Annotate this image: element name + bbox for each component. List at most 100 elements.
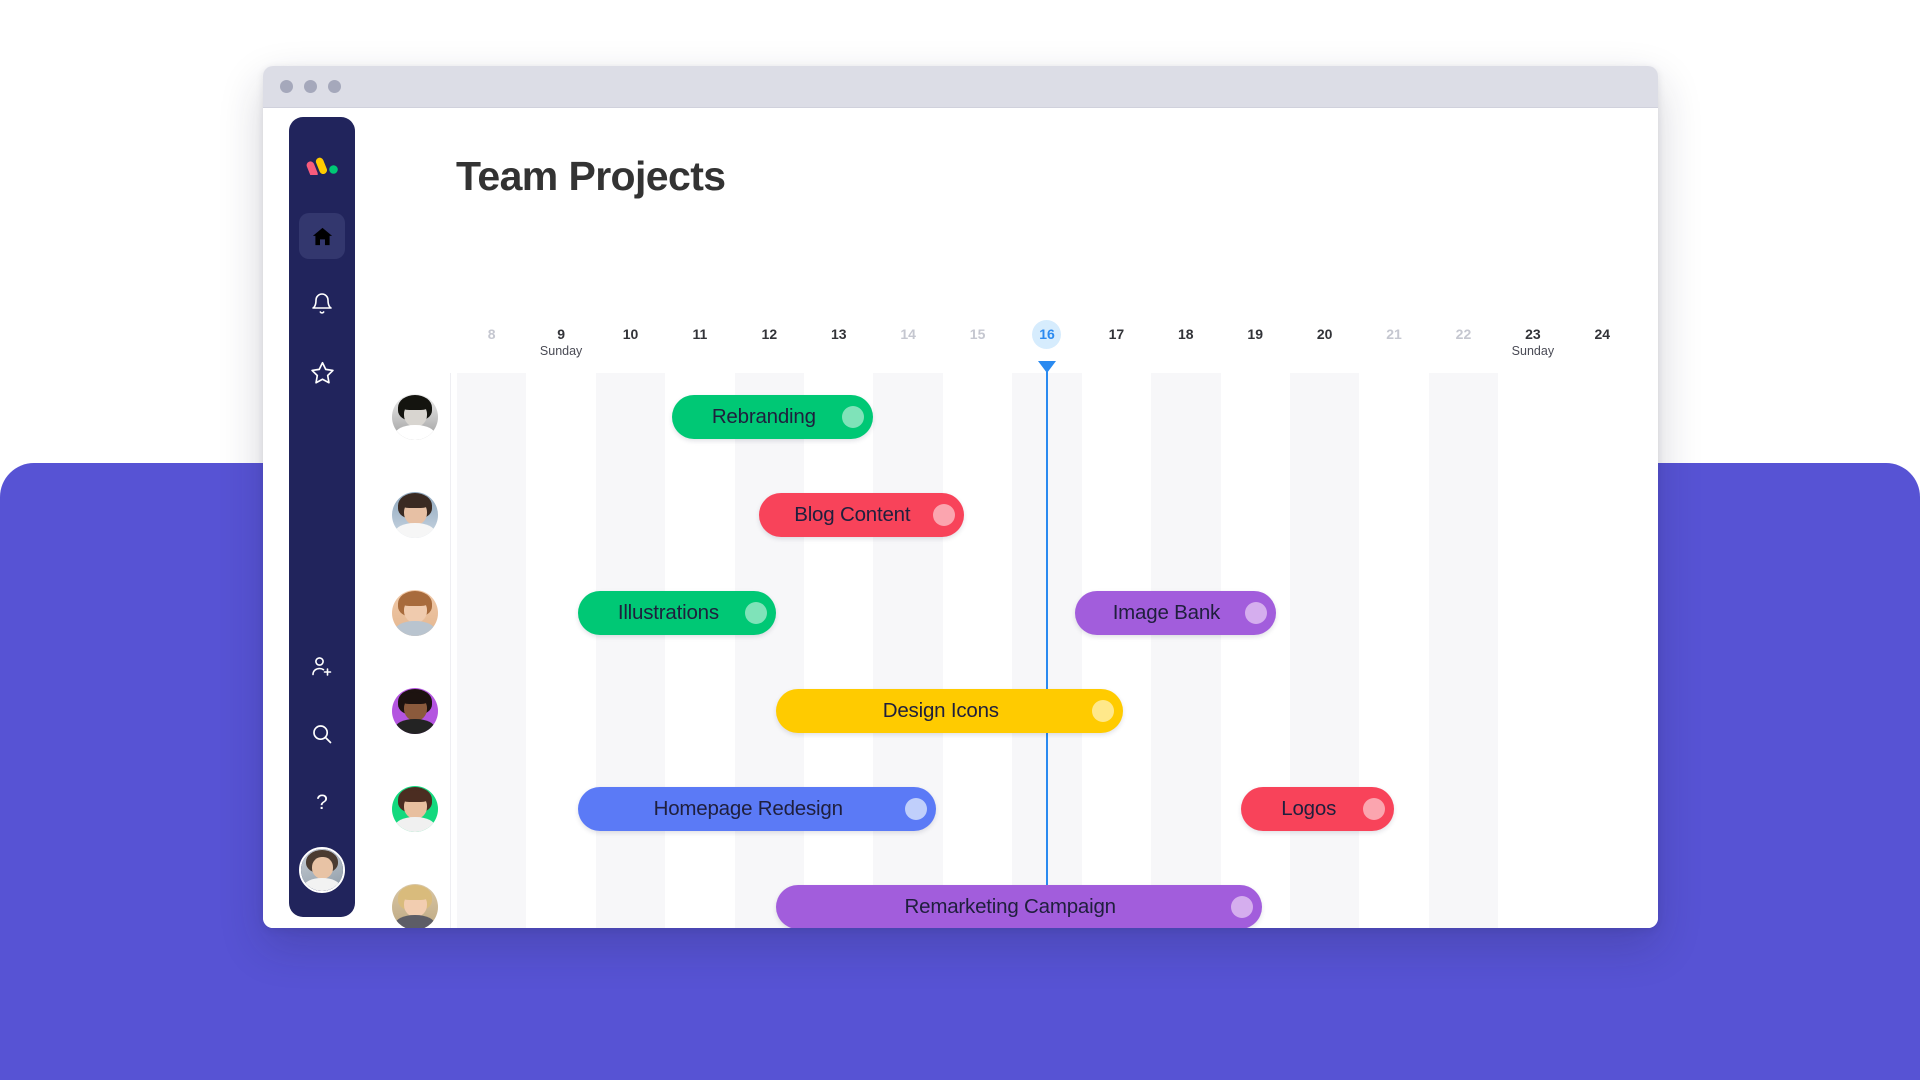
sidebar-item-favorites[interactable] (299, 349, 345, 395)
grid-column-stripe (595, 373, 666, 928)
timeline-day-15[interactable]: 15 (943, 326, 1012, 343)
task-resize-handle[interactable] (932, 504, 955, 526)
task-label: Illustrations (617, 601, 719, 624)
timeline-day-10[interactable]: 10 (596, 326, 665, 343)
question-mark-icon: ? (316, 791, 328, 814)
sidebar-item-home[interactable] (299, 213, 345, 259)
assignee-avatar[interactable] (392, 688, 438, 734)
task-label: Rebranding (711, 405, 816, 428)
task-bar[interactable]: Logos (1241, 787, 1395, 831)
timeline-day-number: 13 (830, 326, 847, 342)
star-icon (310, 361, 334, 384)
timeline-day-weekday: Sunday (539, 344, 583, 358)
search-icon (313, 725, 332, 744)
timeline-day-14[interactable]: 14 (873, 326, 942, 343)
timeline-day-21[interactable]: 21 (1359, 326, 1428, 343)
task-resize-handle[interactable] (1092, 700, 1115, 722)
maximize-icon[interactable] (328, 80, 341, 93)
home-icon (312, 227, 332, 245)
assignee-avatar[interactable] (392, 394, 438, 440)
grid-column-stripe (1428, 373, 1499, 928)
assignee-avatar[interactable] (392, 590, 438, 636)
timeline-day-17[interactable]: 17 (1082, 326, 1151, 343)
grid-column-stripe (734, 373, 805, 928)
timeline-day-24[interactable]: 24 (1568, 326, 1637, 343)
timeline-day-number: 8 (487, 326, 496, 342)
task-resize-handle[interactable] (842, 406, 865, 428)
close-icon[interactable] (280, 80, 293, 93)
timeline-day-16[interactable]: 16 (1012, 320, 1081, 349)
task-bar[interactable]: Design Icons (776, 689, 1124, 733)
task-bar[interactable]: Homepage Redesign (578, 787, 936, 831)
task-resize-handle[interactable] (904, 798, 927, 820)
task-resize-handle[interactable] (1363, 798, 1386, 820)
timeline-day-number: 22 (1455, 326, 1472, 342)
browser-titlebar (263, 66, 1658, 108)
task-bar[interactable]: Image Bank (1074, 591, 1277, 635)
bell-icon (312, 293, 332, 314)
sidebar-item-help[interactable]: ? (299, 779, 345, 825)
timeline-day-19[interactable]: 19 (1221, 326, 1290, 343)
assignee-avatar[interactable] (392, 884, 438, 928)
sidebar-item-search[interactable] (299, 711, 345, 757)
grid-column-stripe (457, 373, 527, 928)
timeline-day-12[interactable]: 12 (735, 326, 804, 343)
task-label: Image Bank (1112, 601, 1221, 624)
timeline-day-13[interactable]: 13 (804, 326, 873, 343)
task-bar[interactable]: Blog Content (758, 493, 964, 537)
page-title: Team Projects (456, 153, 726, 199)
person-add-icon (312, 657, 332, 676)
task-resize-handle[interactable] (745, 602, 768, 624)
timeline-day-number: 10 (622, 326, 639, 342)
timeline-day-number: 20 (1316, 326, 1333, 342)
timeline-day-11[interactable]: 11 (665, 326, 734, 343)
assignee-avatar[interactable] (392, 786, 438, 832)
task-label: Remarketing Campaign (904, 895, 1117, 918)
timeline-day-number: 23 (1525, 326, 1541, 342)
task-bar[interactable]: Illustrations (578, 591, 777, 635)
task-bar[interactable]: Rebranding (672, 395, 874, 439)
sidebar-item-notifications[interactable] (299, 281, 345, 327)
left-sidebar: ? (289, 117, 355, 917)
timeline-day-18[interactable]: 18 (1151, 326, 1220, 343)
task-resize-handle[interactable] (1245, 602, 1268, 624)
avatar[interactable] (299, 847, 345, 893)
timeline-grid (457, 373, 1637, 928)
assignee-avatar[interactable] (392, 492, 438, 538)
timeline-day-number: 21 (1386, 326, 1402, 342)
timeline-day-number: 12 (761, 326, 778, 342)
timeline-day-number: 24 (1594, 326, 1611, 342)
task-resize-handle[interactable] (1231, 896, 1254, 918)
timeline-day-weekday: Sunday (1511, 344, 1555, 358)
timeline-day-number: 16 (1032, 320, 1062, 349)
timeline-day-number: 17 (1108, 326, 1125, 342)
timeline-day-number: 18 (1178, 326, 1194, 342)
timeline-day-number: 9 (557, 326, 565, 342)
timeline-day-number: 14 (900, 326, 916, 342)
monday-logo-icon[interactable] (299, 141, 345, 187)
task-bar[interactable]: Remarketing Campaign (776, 885, 1263, 928)
timeline-day-22[interactable]: 22 (1429, 326, 1498, 343)
task-label: Homepage Redesign (653, 797, 843, 820)
timeline-day-number: 15 (969, 326, 986, 342)
timeline-day-number: 11 (692, 326, 708, 342)
timeline-day-8[interactable]: 8 (457, 326, 526, 343)
minimize-icon[interactable] (304, 80, 317, 93)
svg-text:?: ? (316, 791, 328, 814)
task-label: Blog Content (794, 503, 911, 526)
timeline-day-20[interactable]: 20 (1290, 326, 1359, 343)
today-marker-line (1046, 366, 1048, 928)
timeline-day-number: 19 (1247, 326, 1263, 342)
task-label: Logos (1281, 797, 1337, 820)
grid-column-stripe (873, 373, 943, 928)
assignee-column (375, 373, 451, 928)
grid-column-stripe (1151, 373, 1221, 928)
sidebar-item-invite-members[interactable] (299, 643, 345, 689)
